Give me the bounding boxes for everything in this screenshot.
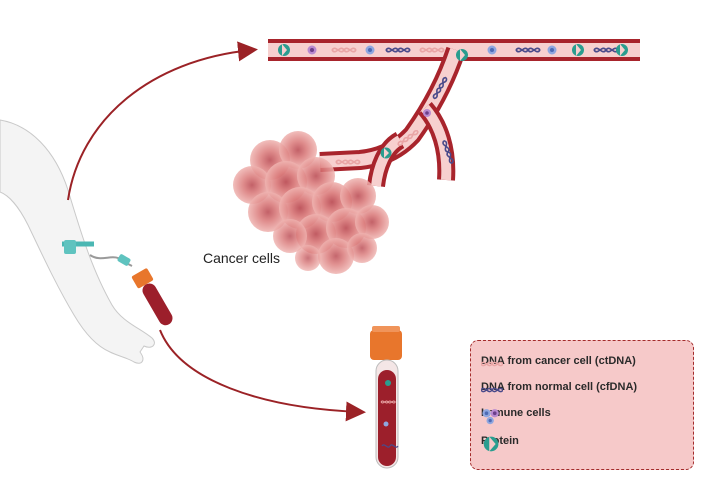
drawn-blood-tube xyxy=(131,268,173,326)
protein-icon xyxy=(456,49,468,61)
immune-cell-icon xyxy=(307,45,317,55)
protein-icon xyxy=(385,380,391,386)
legend-item-immune: Immune cells xyxy=(481,407,551,425)
legend-item-protein: Protein xyxy=(481,435,519,452)
sample-tube xyxy=(370,326,402,469)
legend-item-cfdna: DNA from normal cell (cfDNA) xyxy=(481,381,637,393)
protein-icon xyxy=(616,44,628,56)
legend-label: DNA from cancer cell (ctDNA) xyxy=(481,355,636,367)
vessel-particles xyxy=(278,44,628,165)
arrow-to-bloodstream xyxy=(67,41,258,201)
ctdna-strand-icon xyxy=(481,361,503,367)
immune-cell-icon xyxy=(487,45,497,55)
protein-icon xyxy=(572,44,584,56)
immune-cell-icon xyxy=(383,421,389,427)
immune-cell-icon xyxy=(547,45,557,55)
immune-cell-icon xyxy=(423,109,431,117)
legend-label: Immune cells xyxy=(481,407,551,419)
patient-arm xyxy=(0,119,155,364)
immune-cell-icon xyxy=(365,45,375,55)
protein-icon xyxy=(278,44,290,56)
immune-cells-icon xyxy=(482,409,499,425)
legend-box: DNA from cancer cell (ctDNA) DNA from no… xyxy=(470,340,694,470)
protein-icon xyxy=(380,147,392,159)
legend-label: DNA from normal cell (cfDNA) xyxy=(481,381,638,393)
cfdna-strand-icon xyxy=(481,387,503,393)
tumor-cluster xyxy=(233,131,389,274)
legend-item-ctdna: DNA from cancer cell (ctDNA) xyxy=(481,355,636,367)
arrow-to-sample-tube xyxy=(159,329,366,422)
protein-icon xyxy=(483,436,499,452)
cancer-cells-label: Cancer cells xyxy=(203,250,281,266)
cfdna-strand-icon xyxy=(381,444,399,448)
tourniquet-clip-icon xyxy=(64,240,76,254)
